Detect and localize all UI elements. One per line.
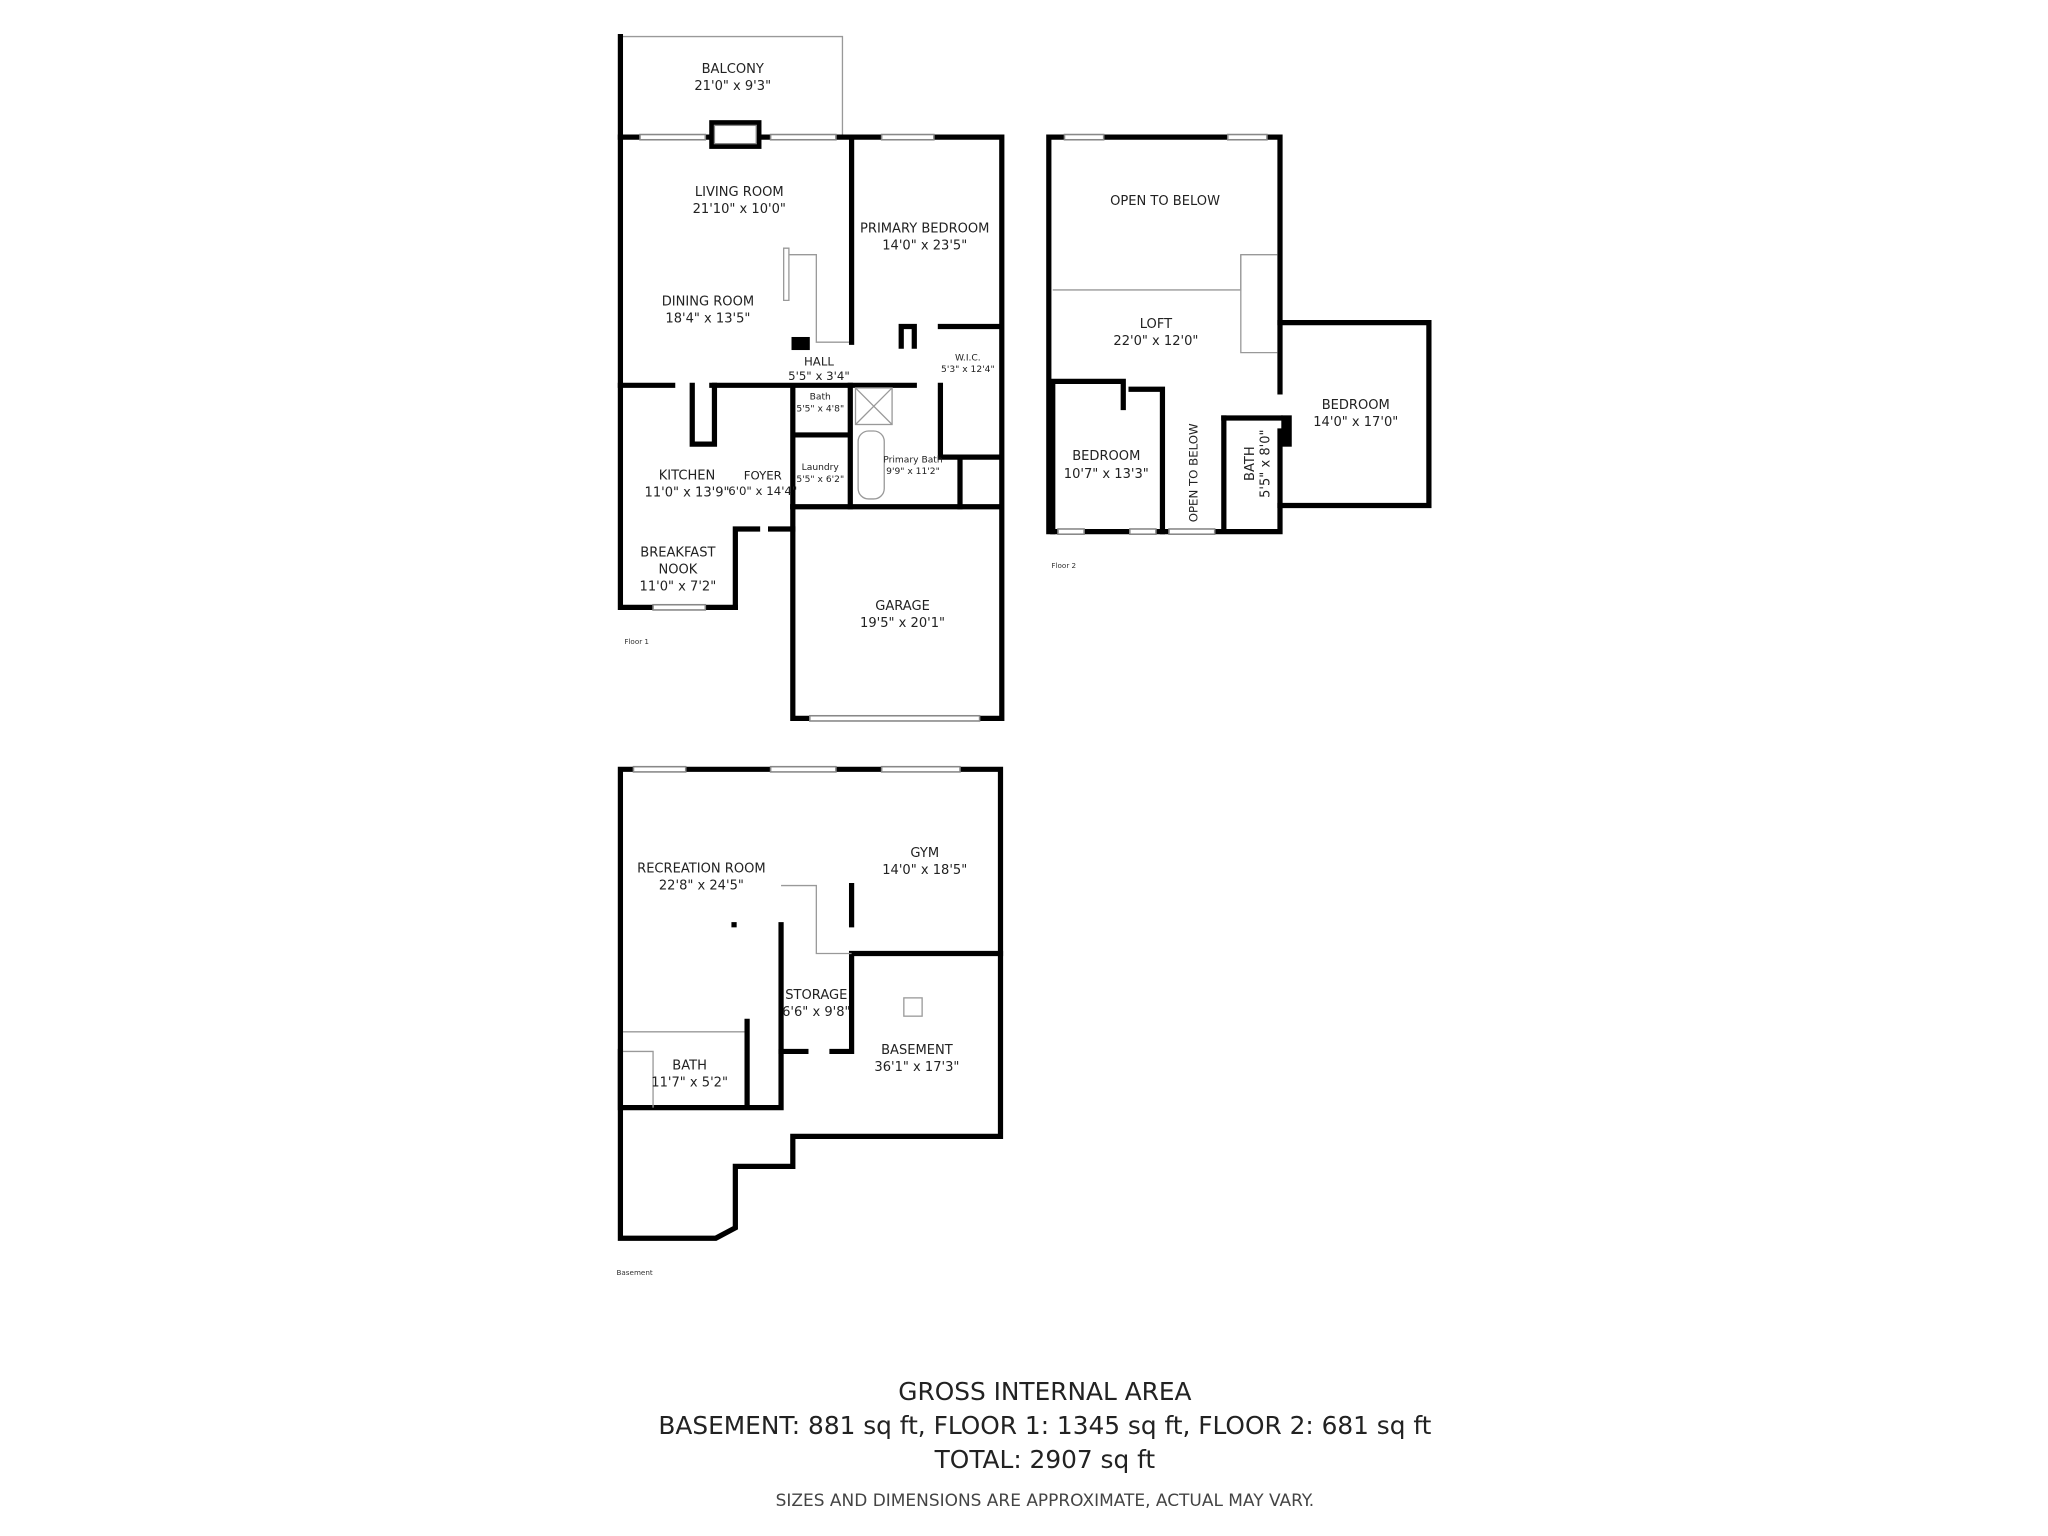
room-dims: 11'0" x 7'2" <box>640 579 717 594</box>
area-summary: GROSS INTERNAL AREA BASEMENT: 881 sq ft,… <box>658 1377 1431 1511</box>
room-dims: 21'10" x 10'0" <box>693 202 786 217</box>
room-dining: DINING ROOM <box>662 295 754 310</box>
floor-1-plan: Floor 1 <box>617 33 1005 722</box>
room-storage: STORAGE <box>785 988 847 1003</box>
room-dims: 11'0" x 13'9" <box>645 485 730 500</box>
floor-1-label: Floor 1 <box>624 637 649 646</box>
room-dims: 14'0" x 18'5" <box>882 863 967 878</box>
floor-2-label: Floor 2 <box>1051 561 1076 570</box>
room-dims: 5'5" x 8'0" <box>1259 429 1274 497</box>
room-living: LIVING ROOM <box>695 185 784 200</box>
room-dims: 36'1" x 17'3" <box>874 1060 959 1075</box>
room-dims: 10'7" x 13'3" <box>1064 467 1149 482</box>
room-recreation: RECREATION ROOM <box>637 861 766 876</box>
room-dims: 5'5" x 3'4" <box>788 369 850 383</box>
room-dims: 9'9" x 11'2" <box>886 467 940 477</box>
room-dims: 5'5" x 4'8" <box>796 404 844 414</box>
room-breakfast-nook: BREAKFAST <box>640 545 715 560</box>
room-dims: 18'4" x 13'5" <box>665 312 750 327</box>
room-loft: LOFT <box>1140 317 1172 332</box>
room-gym: GYM <box>910 846 939 861</box>
room-bedroom: BEDROOM <box>1322 398 1390 413</box>
room-foyer: FOYER <box>744 468 782 482</box>
room-bedroom: BEDROOM <box>1072 449 1140 464</box>
room-kitchen: KITCHEN <box>659 468 716 483</box>
room-dims: 11'7" x 5'2" <box>651 1076 728 1091</box>
room-dims: 22'8" x 24'5" <box>659 878 744 893</box>
room-dims: 14'0" x 23'5" <box>882 238 967 253</box>
room-bath: Bath <box>810 393 831 403</box>
room-name-line2: NOOK <box>658 562 697 577</box>
floor-2-plan: Floor 2 <box>1046 133 1432 570</box>
room-basement: BASEMENT <box>881 1043 953 1058</box>
room-dims: 6'6" x 9'8" <box>782 1005 850 1020</box>
room-open-to-below: OPEN TO BELOW <box>1110 194 1220 209</box>
room-dims: 19'5" x 20'1" <box>860 616 945 631</box>
room-bath: BATH <box>1243 446 1258 481</box>
room-dims: 14'0" x 17'0" <box>1313 415 1398 430</box>
room-bath: BATH <box>672 1059 707 1074</box>
disclaimer: SIZES AND DIMENSIONS ARE APPROXIMATE, AC… <box>776 1491 1315 1511</box>
summary-title: GROSS INTERNAL AREA <box>898 1377 1191 1406</box>
room-dims: 6'0" x 14'4" <box>728 484 797 498</box>
summary-areas: BASEMENT: 881 sq ft, FLOOR 1: 1345 sq ft… <box>658 1411 1431 1440</box>
basement-plan: Basement <box>616 765 1004 1277</box>
room-dims: 21'0" x 9'3" <box>694 79 771 94</box>
room-dims: 5'3" x 12'4" <box>941 365 995 375</box>
basement-label: Basement <box>616 1268 652 1277</box>
floor-2-room-labels: OPEN TO BELOW LOFT 22'0" x 12'0" BEDROOM… <box>1064 194 1398 522</box>
room-laundry: Laundry <box>802 463 840 473</box>
floor-1-room-labels: BALCONY 21'0" x 9'3" LIVING ROOM 21'10" … <box>640 62 995 631</box>
room-dims: 5'5" x 6'2" <box>796 475 844 485</box>
summary-total: TOTAL: 2907 sq ft <box>934 1445 1156 1474</box>
room-balcony: BALCONY <box>702 62 764 77</box>
room-garage: GARAGE <box>875 599 930 614</box>
room-primary-bedroom: PRIMARY BEDROOM <box>860 221 989 236</box>
room-wic: W.I.C. <box>955 353 981 363</box>
room-hall: HALL <box>804 355 834 369</box>
room-open-to-below: OPEN TO BELOW <box>1187 423 1201 522</box>
room-dims: 22'0" x 12'0" <box>1113 334 1198 349</box>
basement-room-labels: RECREATION ROOM 22'8" x 24'5" GYM 14'0" … <box>637 846 967 1091</box>
room-primary-bath: Primary Bath <box>883 455 943 465</box>
